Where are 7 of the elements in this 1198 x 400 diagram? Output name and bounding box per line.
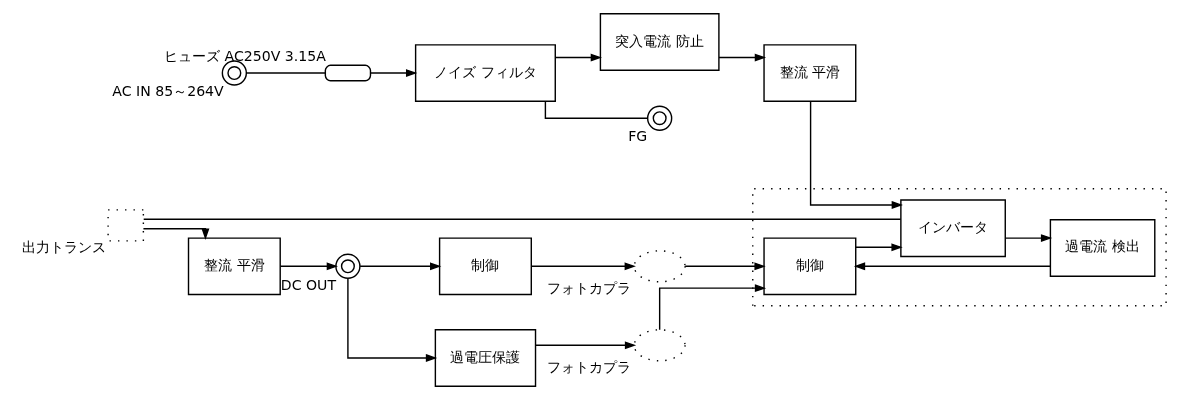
- node-label: FG: [628, 128, 648, 145]
- node-label: フォトカプラ: [547, 280, 632, 297]
- node-label: フォトカプラ: [547, 359, 632, 376]
- node-label: DC OUT: [280, 276, 337, 293]
- node-label: 出力トランス: [22, 239, 107, 256]
- node-label: ヒューズ AC250V 3.15A: [164, 48, 326, 65]
- node-label: AC IN 85～264V: [112, 83, 224, 100]
